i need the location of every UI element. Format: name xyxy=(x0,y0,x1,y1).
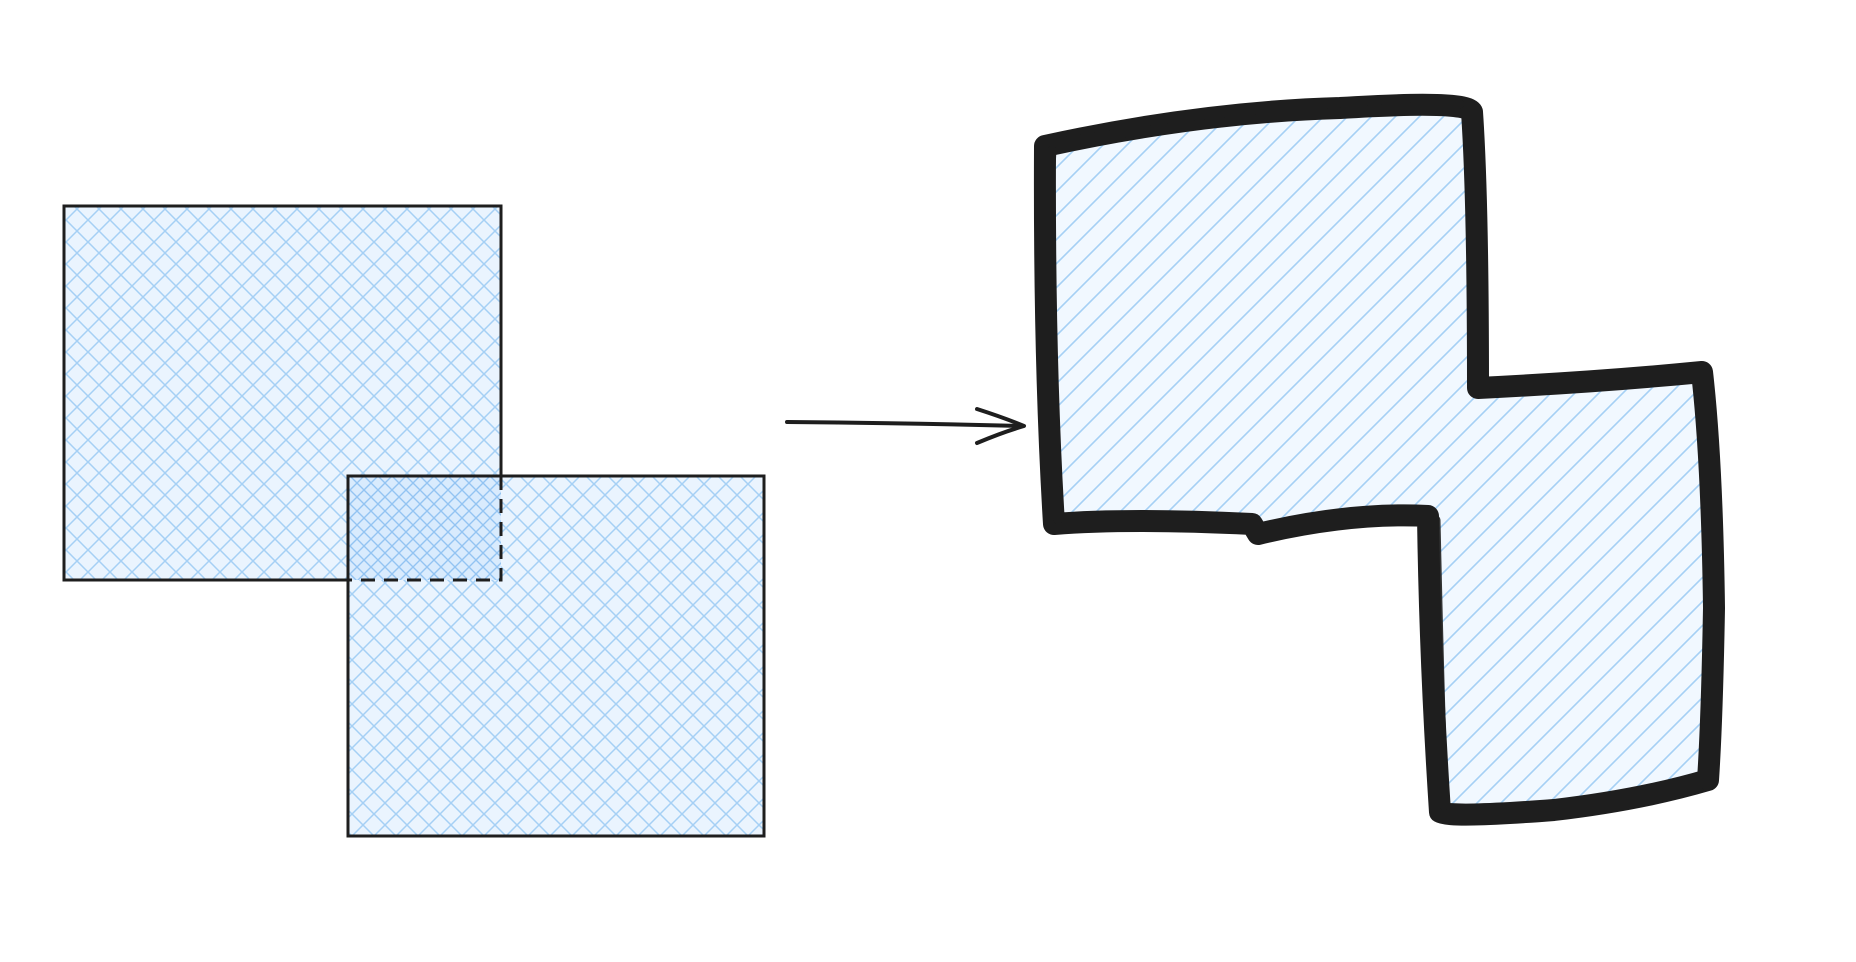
union-shape[interactable] xyxy=(1033,93,1725,826)
union-fill xyxy=(1044,104,1714,815)
arrow-right-icon[interactable] xyxy=(785,407,1026,445)
overlap-region xyxy=(348,476,501,580)
left-shapes-group xyxy=(62,204,766,838)
overlap-dashed-edge xyxy=(348,476,503,582)
union-outline-sketch xyxy=(1042,99,1717,811)
rectangle-b-outline[interactable] xyxy=(346,474,766,838)
